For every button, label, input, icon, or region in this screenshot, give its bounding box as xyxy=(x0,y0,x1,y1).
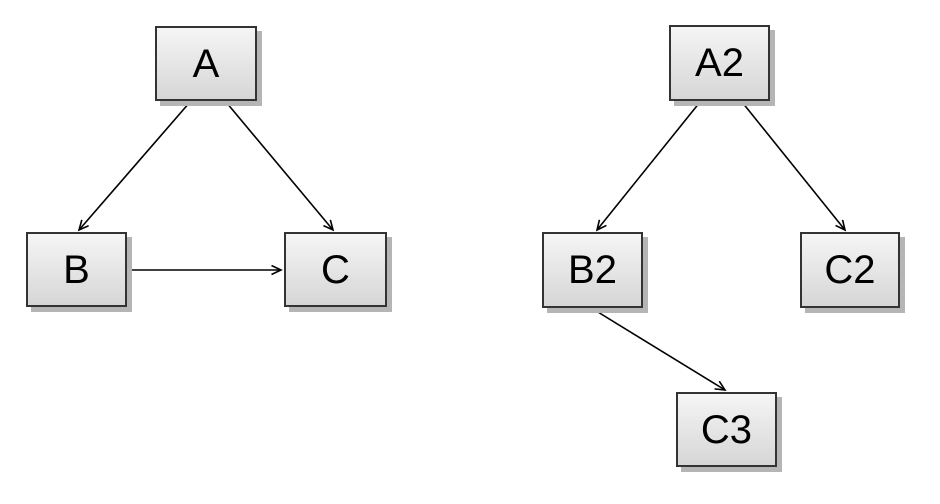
node-C[interactable]: C xyxy=(284,232,387,307)
edge-A2-C2 xyxy=(741,101,845,230)
node-label: A xyxy=(192,41,220,86)
node-label: B2 xyxy=(568,248,617,292)
node-label: C xyxy=(321,247,350,292)
edge-A-C xyxy=(225,101,333,230)
node-label: C3 xyxy=(700,407,753,452)
edge-A-B xyxy=(79,101,191,230)
edge-B2-C3 xyxy=(592,308,725,390)
node-A2[interactable]: A2 xyxy=(669,25,770,101)
node-B[interactable]: B xyxy=(26,232,127,307)
node-label: C2 xyxy=(824,248,876,292)
node-B2[interactable]: B2 xyxy=(542,232,643,308)
node-C2[interactable]: C2 xyxy=(800,232,900,308)
node-label: B xyxy=(63,247,90,292)
node-A[interactable]: A xyxy=(155,26,257,101)
node-C3[interactable]: C3 xyxy=(676,392,777,467)
node-label: A2 xyxy=(695,41,744,85)
edges-group xyxy=(79,101,845,390)
edge-A2-B2 xyxy=(597,101,701,230)
